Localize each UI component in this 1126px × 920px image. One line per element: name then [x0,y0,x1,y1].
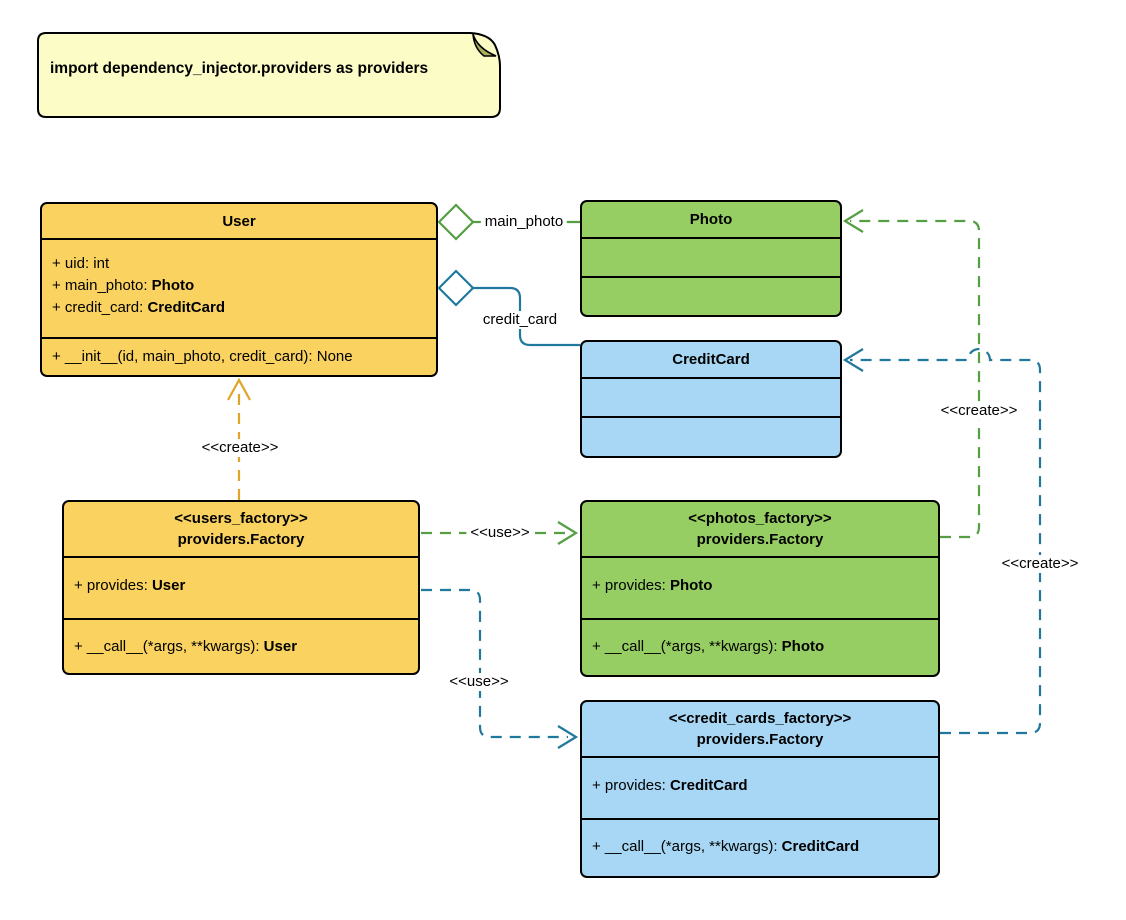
users-factory-class: <<users_factory>> providers.Factory + pr… [62,500,420,675]
edge-label-create-photo: <<create>> [936,402,1022,420]
stereotype: <<photos_factory>> [688,510,832,527]
photos-factory-class: <<photos_factory>> providers.Factory + p… [580,500,940,677]
credit-cards-factory-methods: + __call__(*args, **kwargs): CreditCard [582,818,938,876]
attribute-row: + credit_card: CreditCard [52,299,225,316]
credit-cards-factory-title: <<credit_cards_factory>> providers.Facto… [582,702,938,758]
note-body [37,32,501,118]
credit-cards-factory-attributes: + provides: CreditCard [582,758,938,818]
use-credit-cards-edge [421,588,568,739]
method-row: + __call__(*args, **kwargs): User [74,638,298,655]
photo-methods [582,278,840,315]
attribute-row: + uid: int [52,255,110,272]
user-class-title: User [42,204,436,240]
photos-factory-title: <<photos_factory>> providers.Factory [582,502,938,558]
credit-cards-factory-class: <<credit_cards_factory>> providers.Facto… [580,700,940,878]
create-photo-edge [850,219,981,539]
method-row: + __call__(*args, **kwargs): Photo [592,638,825,655]
create-photo-arrowhead-icon [842,209,864,233]
users-factory-methods: + __call__(*args, **kwargs): User [64,618,418,673]
credit-card-attributes [582,379,840,418]
credit-card-class: CreditCard [580,340,842,458]
attribute-row: + provides: CreditCard [592,777,748,794]
user-methods: + __init__(id, main_photo, credit_card):… [42,337,436,375]
attribute-row: + main_photo: Photo [52,277,195,294]
edge-label-use-credit-cards: <<use>> [445,673,513,691]
user-class: User + uid: int + main_photo: Photo + cr… [40,202,438,377]
stereotype: <<credit_cards_factory>> [668,710,852,727]
method-row: + __init__(id, main_photo, credit_card):… [52,348,353,365]
edge-label-use-photos: <<use>> [466,524,534,542]
credit-card-diamond-icon [437,269,475,307]
use-photos-arrowhead-icon [557,521,579,545]
create-user-arrowhead-icon [227,377,251,401]
attribute-row: + provides: User [74,577,186,594]
user-attributes: + uid: int + main_photo: Photo + credit_… [42,240,436,337]
credit-card-class-title: CreditCard [582,342,840,379]
photo-attributes [582,239,840,278]
users-factory-title: <<users_factory>> providers.Factory [64,502,418,558]
edge-label-main-photo: main_photo [480,213,568,231]
note-text: import dependency_injector.providers as … [50,60,429,77]
main-photo-diamond-icon [437,203,475,241]
credit-card-methods [582,418,840,456]
edge-label-create-user: <<create>> [197,439,283,457]
edge-label-create-credit-card: <<create>> [997,555,1083,573]
photos-factory-methods: + __call__(*args, **kwargs): Photo [582,618,938,675]
photos-factory-attributes: + provides: Photo [582,558,938,618]
note-shape [37,32,501,118]
create-credit-card-arrowhead-icon [842,348,864,372]
users-factory-attributes: + provides: User [64,558,418,618]
stereotype: <<users_factory>> [174,510,308,527]
method-row: + __call__(*args, **kwargs): CreditCard [592,838,860,855]
note-fold-icon [472,33,497,57]
photo-class-title: Photo [582,202,840,239]
use-credit-cards-arrowhead-icon [557,725,579,749]
attribute-row: + provides: Photo [592,577,713,594]
edge-label-credit-card: credit_card [478,311,562,329]
photo-class: Photo [580,200,842,317]
